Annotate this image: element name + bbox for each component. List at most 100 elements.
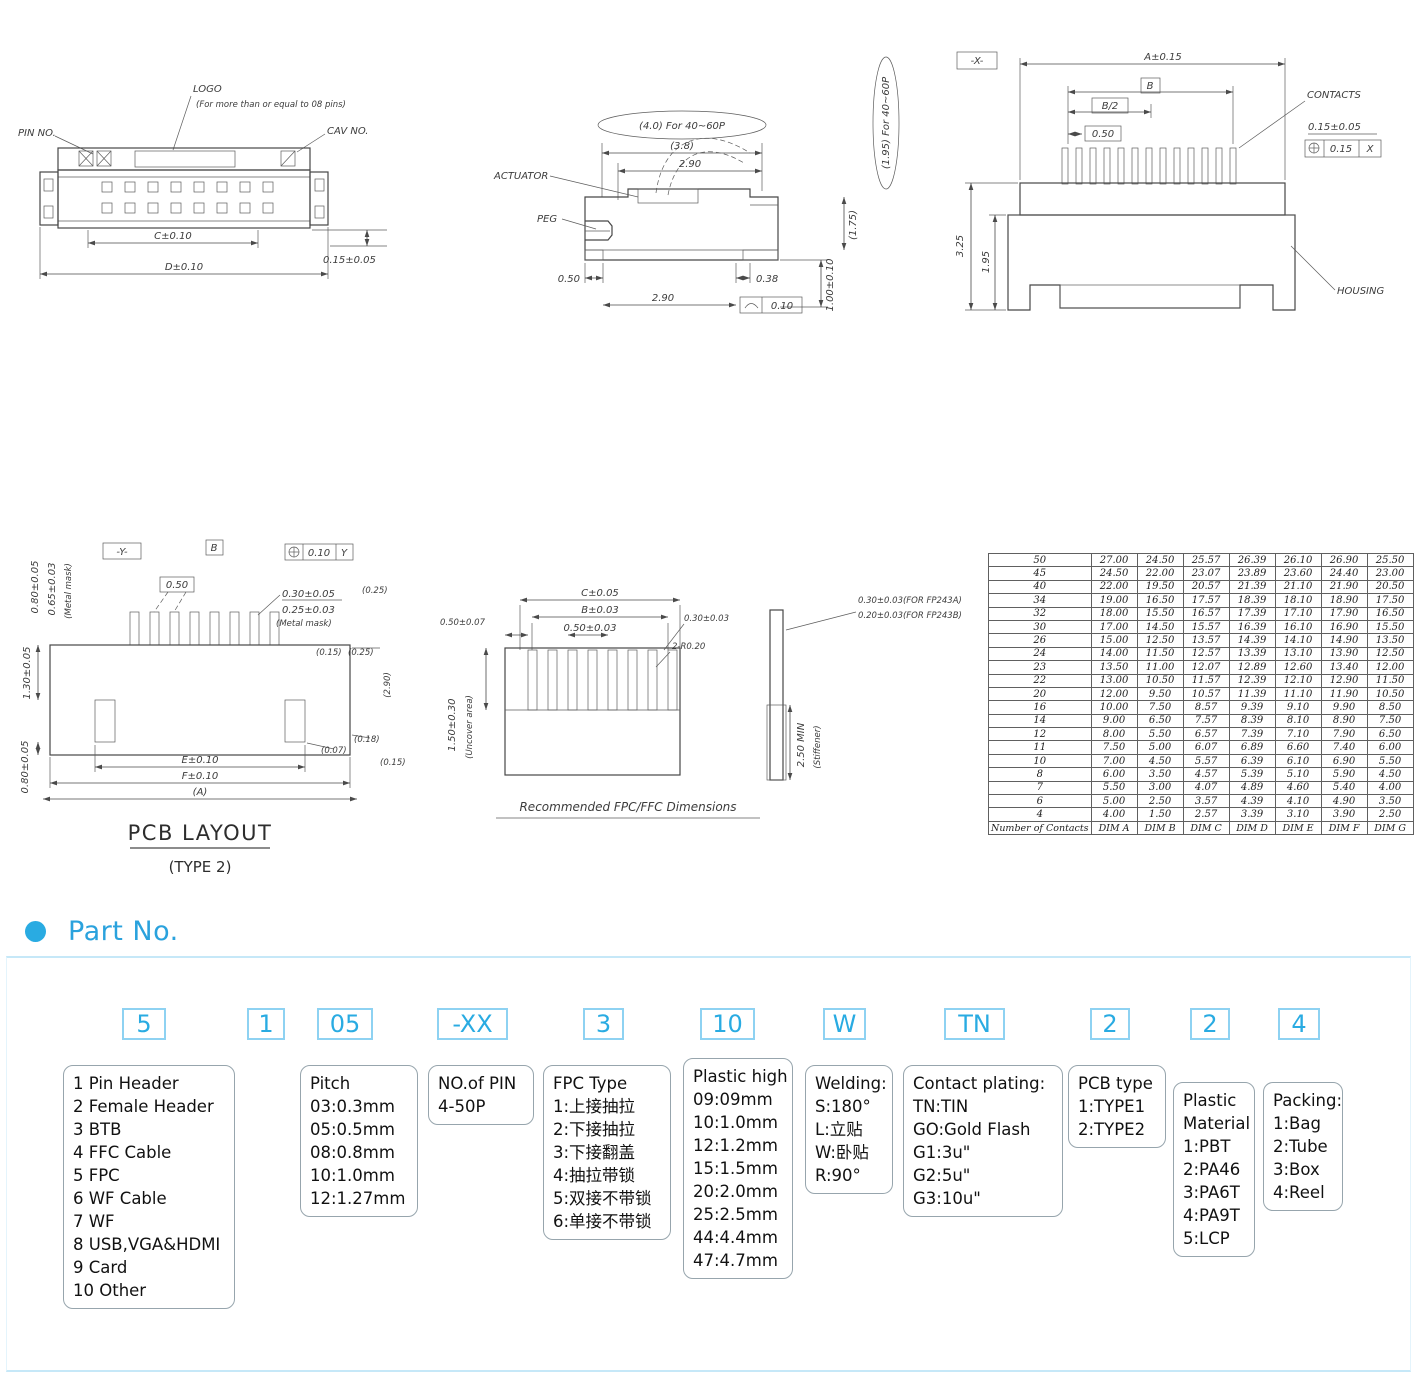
side-dim-38-label: (3.8) bbox=[670, 141, 694, 152]
part-option: 6:单接不带锁 bbox=[553, 1212, 652, 1231]
part-option: Pitch bbox=[310, 1074, 351, 1093]
fpc-dimensions-drawing: C±0.05 B±0.03 0.50±0.03 0.50±0.07 0.30±0… bbox=[440, 588, 962, 819]
side-dim-050-label: 0.50 bbox=[558, 274, 580, 285]
part-option: 9 Card bbox=[73, 1258, 128, 1277]
fpc-dim-030-label: 0.30±0.03 bbox=[684, 614, 729, 624]
part-option: PCB type bbox=[1078, 1074, 1153, 1093]
back-dim-325-label: 3.25 bbox=[955, 235, 966, 257]
part-option: Material bbox=[1183, 1114, 1251, 1133]
part-option: 20:2.0mm bbox=[693, 1182, 778, 1201]
fpc-fp243a-label: 0.30±0.03(FOR FP243A) bbox=[858, 596, 962, 606]
side-flatness-value: 0.10 bbox=[771, 301, 793, 312]
back-datum-label: -X- bbox=[971, 56, 984, 67]
part-option: Plastic bbox=[1183, 1091, 1237, 1110]
fpc-dim-c-label: C±0.05 bbox=[581, 588, 619, 599]
part-option: 1:PBT bbox=[1183, 1137, 1231, 1156]
part-option: 5 FPC bbox=[73, 1166, 120, 1185]
fpc-stiffener-label: (Stiffener) bbox=[813, 725, 823, 768]
part-code-series: 1 bbox=[247, 1008, 285, 1040]
back-view-geometry bbox=[956, 51, 1382, 311]
part-code-material: 2 bbox=[1190, 1008, 1230, 1040]
fpc-uncover-label: (Uncover area) bbox=[465, 695, 475, 759]
pcb-left-065-label: 0.65±0.03 bbox=[47, 563, 58, 616]
back-dim-a-label: A±0.15 bbox=[1143, 52, 1182, 63]
front-dim-end-label: 0.15±0.05 bbox=[323, 255, 376, 266]
pcb-r-025-label: (0.25) bbox=[348, 648, 374, 658]
side-dim-100-label: 1.00±0.10 bbox=[825, 259, 836, 312]
part-option: 3:Box bbox=[1273, 1160, 1320, 1179]
part-option: 2:TYPE2 bbox=[1078, 1120, 1146, 1139]
back-dim-b2-label: B/2 bbox=[1102, 101, 1119, 112]
part-option: 05:0.5mm bbox=[310, 1120, 395, 1139]
part-option: 1:Bag bbox=[1273, 1114, 1321, 1133]
part-option: 2 Female Header bbox=[73, 1097, 214, 1116]
part-option: 3:PA6T bbox=[1183, 1183, 1240, 1202]
part-option: 4:PA9T bbox=[1183, 1206, 1240, 1225]
part-no-header: Part No. bbox=[25, 916, 179, 947]
back-dim-050-label: 0.50 bbox=[1092, 129, 1114, 140]
part-code-fpc-type: 3 bbox=[583, 1008, 624, 1040]
part-option: 2:PA46 bbox=[1183, 1160, 1241, 1179]
pcb-layout-geometry bbox=[35, 539, 380, 849]
part-option: 15:1.5mm bbox=[693, 1159, 778, 1178]
fpc-radius-label: 2-R0.20 bbox=[672, 642, 705, 652]
pcb-dim-050-label: 0.50 bbox=[166, 580, 188, 591]
part-option: 1:TYPE1 bbox=[1078, 1097, 1146, 1116]
front-dim-c-label: C±0.10 bbox=[154, 231, 192, 242]
part-no-title: Part No. bbox=[68, 916, 179, 947]
pcb-dim-f-label: F±0.10 bbox=[182, 771, 218, 782]
fpc-dim-050b-label: 0.50±0.07 bbox=[440, 618, 486, 628]
pcb-layout-title: PCB LAYOUT bbox=[128, 821, 273, 845]
part-option: 3:下接翻盖 bbox=[553, 1143, 636, 1162]
part-code-plating: TN bbox=[944, 1008, 1005, 1040]
part-option: 12:1.2mm bbox=[693, 1136, 778, 1155]
part-option: 4:抽拉带锁 bbox=[553, 1166, 636, 1185]
part-option: W:卧贴 bbox=[815, 1143, 869, 1162]
front-view-drawing: PIN NO. LOGO (For more than or equal to … bbox=[18, 84, 387, 279]
pcb-r-015b-label: (0.15) bbox=[380, 758, 406, 768]
part-option: 10:1.0mm bbox=[693, 1113, 778, 1132]
part-option: Contact plating: bbox=[913, 1074, 1046, 1093]
part-option: 10:1.0mm bbox=[310, 1166, 395, 1185]
part-option: 25:2.5mm bbox=[693, 1205, 778, 1224]
part-option: 12:1.27mm bbox=[310, 1189, 406, 1208]
pcb-dim-130-label: 1.30±0.05 bbox=[22, 647, 33, 700]
part-code-pin-count: -XX bbox=[437, 1008, 508, 1040]
back-housing-label: HOUSING bbox=[1337, 286, 1384, 297]
pcb-metal-mask-left-label: (Metal mask) bbox=[64, 563, 74, 619]
part-code-welding: W bbox=[823, 1008, 866, 1040]
pcb-dim-025p-label: (0.25) bbox=[362, 586, 388, 596]
pcb-r-018-label: (0.18) bbox=[354, 735, 380, 745]
back-contacts-label: CONTACTS bbox=[1307, 90, 1361, 101]
part-option: S:180° bbox=[815, 1097, 871, 1116]
part-option: TN:TIN bbox=[913, 1097, 969, 1116]
fpc-uncover-dim-label: 1.50±0.30 bbox=[447, 699, 458, 752]
fpc-caption: Recommended FPC/FFC Dimensions bbox=[519, 800, 736, 814]
part-option: 6 WF Cable bbox=[73, 1189, 167, 1208]
part-code-product: 5 bbox=[122, 1008, 166, 1040]
part-option: 5:双接不带锁 bbox=[553, 1189, 652, 1208]
part-option: 2:下接抽拉 bbox=[553, 1120, 636, 1139]
part-option: 7 WF bbox=[73, 1212, 115, 1231]
part-option: G2:5u" bbox=[913, 1166, 971, 1185]
